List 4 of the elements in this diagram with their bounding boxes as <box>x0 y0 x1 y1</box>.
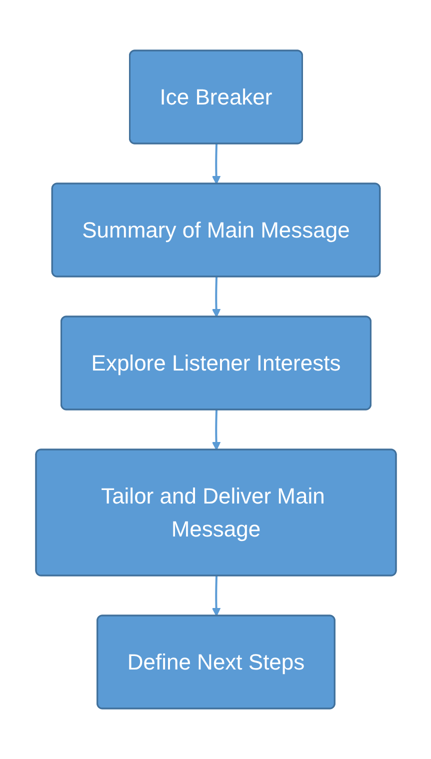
arrow <box>211 276 220 318</box>
arrow <box>211 410 220 450</box>
arrow <box>211 144 220 184</box>
arrow <box>211 576 220 616</box>
